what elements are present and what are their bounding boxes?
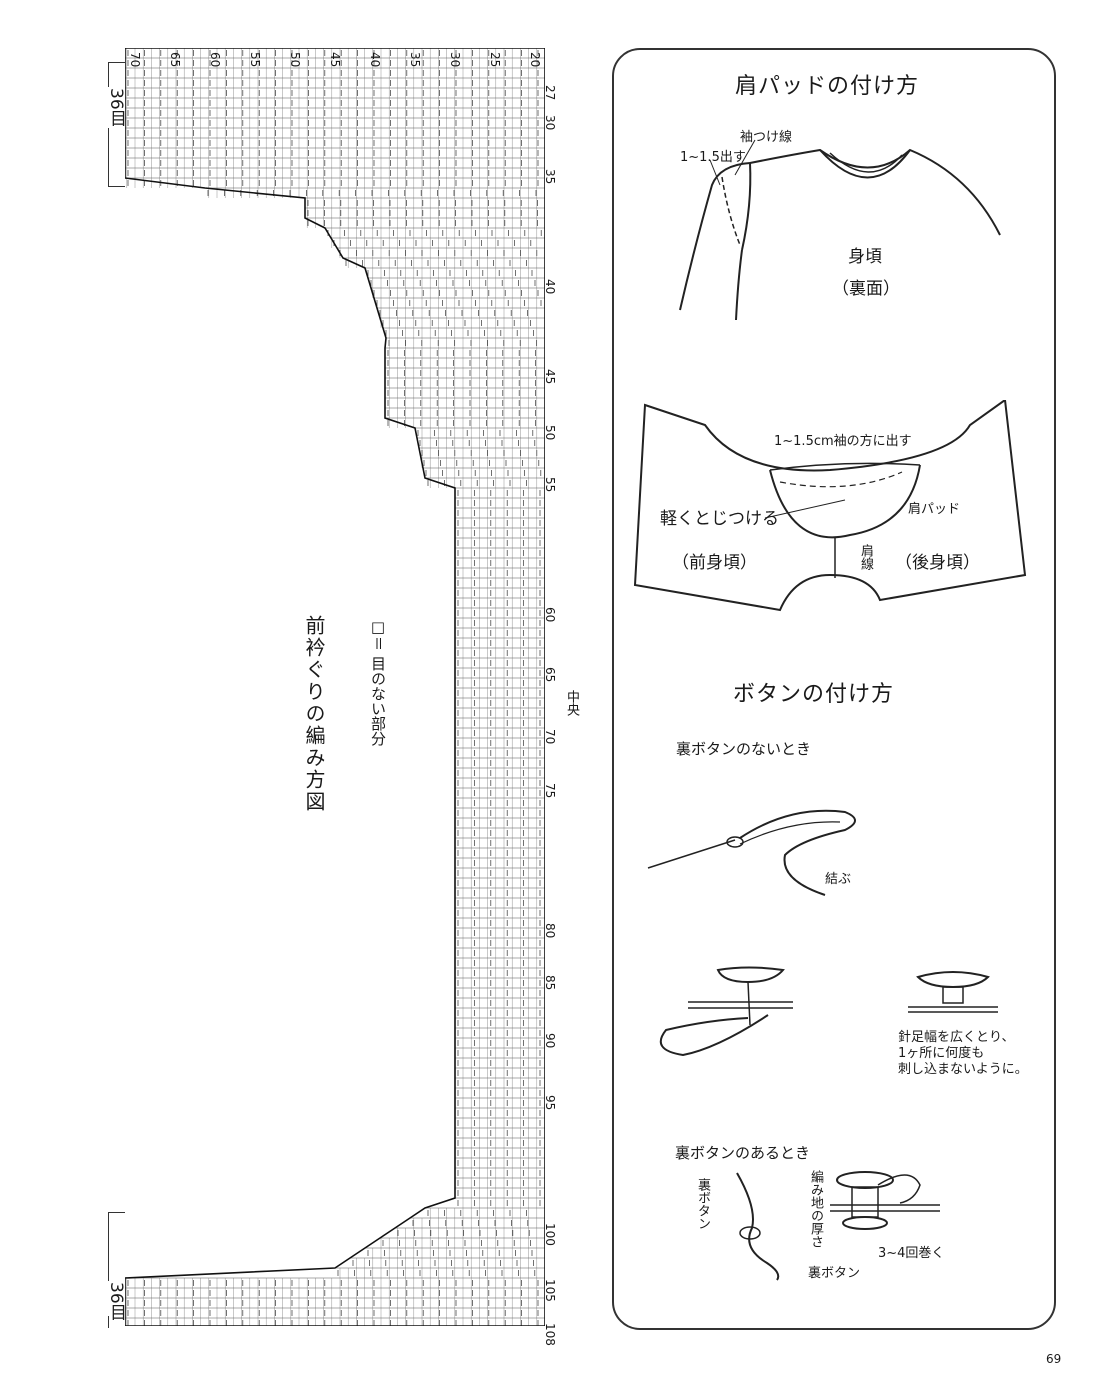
needle-thread-illustration: [647, 809, 856, 896]
row-label: 108: [543, 1323, 557, 1346]
button-sewing-illustration-2: [908, 971, 998, 1013]
back-body-label: （後身頃）: [895, 553, 980, 573]
stitch-count-bottom: 36目: [106, 1282, 126, 1321]
offset-label-2: 1~1.5cm袖の方に出す: [774, 434, 912, 449]
with-back-button-label: 裏ボタンのあるとき: [675, 1144, 811, 1162]
sleeve-line-label: 袖つけ線: [740, 130, 793, 145]
note-line-1: 針足幅を広くとり、: [898, 1030, 1015, 1045]
thickness-label: 編み地の厚さ: [808, 1170, 823, 1248]
wrap-label: 3~4回巻く: [878, 1246, 945, 1261]
column-label: 55: [248, 52, 262, 68]
grid-cells: [125, 47, 546, 1326]
bracket-top: [108, 62, 125, 87]
row-label: 55: [543, 477, 557, 493]
note-line-2: 1ヶ所に何度も: [898, 1046, 985, 1061]
column-label: 45: [328, 52, 342, 68]
row-label: 85: [543, 975, 557, 991]
tie-label: 結ぶ: [825, 872, 852, 887]
note-line-3: 刺し込まないように。: [898, 1062, 1028, 1077]
page-number: 69: [1046, 1352, 1062, 1366]
chart-outline: [124, 47, 546, 1327]
bracket-bottom: [108, 1212, 125, 1281]
instruction-panel: [612, 48, 1056, 1330]
chart-title: 前衿ぐりの編み方図: [302, 615, 326, 813]
back-button-vertical-label: 裏ボタン: [695, 1178, 710, 1230]
no-back-button-label: 裏ボタンのないとき: [676, 740, 812, 758]
row-label: 75: [543, 783, 557, 799]
chart-legend: □＝ 目のない部分: [369, 618, 387, 746]
column-label: 35: [408, 52, 422, 68]
column-label: 30: [448, 52, 462, 68]
chart-grid: [124, 47, 546, 1327]
body-label: 身頃: [848, 247, 882, 267]
reverse-label: （裏面）: [832, 279, 900, 299]
bracket-bottom-lower: [108, 1316, 125, 1328]
row-label: 105: [543, 1279, 557, 1302]
bracket-top-lower: [108, 128, 125, 187]
row-label: 60: [543, 607, 557, 623]
button-heading: ボタンの付け方: [733, 682, 895, 707]
knitting-chart: [124, 47, 546, 1327]
row-label: 50: [543, 425, 557, 441]
row-label: 80: [543, 923, 557, 939]
column-label: 65: [168, 52, 182, 68]
column-label: 70: [128, 52, 142, 68]
shoulder-pad-heading: 肩パッドの付け方: [735, 74, 920, 99]
column-label: 40: [368, 52, 382, 68]
row-label: 35: [543, 169, 557, 185]
row-label: 65: [543, 667, 557, 683]
column-label: 60: [208, 52, 222, 68]
shoulder-pad-illustration-2: [633, 400, 1027, 612]
offset-label: 1~1.5出す: [680, 150, 746, 165]
row-label: 95: [543, 1095, 557, 1111]
row-label: 100: [543, 1223, 557, 1246]
column-label: 20: [528, 52, 542, 68]
row-label: 40: [543, 279, 557, 295]
pad-label: 肩パッド: [908, 502, 961, 517]
button-sewing-illustration-1: [659, 966, 793, 1057]
back-button-illustration: [736, 1172, 780, 1281]
stitch-count-top: 36目: [106, 88, 126, 127]
tack-label: 軽くとじつける: [660, 509, 779, 529]
row-label: 45: [543, 369, 557, 385]
column-label: 25: [488, 52, 502, 68]
column-label: 50: [288, 52, 302, 68]
wrapped-button-illustration: [830, 1171, 940, 1230]
row-label: 30: [543, 115, 557, 131]
row-label: 90: [543, 1033, 557, 1049]
shoulder-pad-illustration-1: [679, 139, 1001, 321]
center-label: 中央: [564, 690, 579, 716]
row-label: 70: [543, 729, 557, 745]
back-button-label: 裏ボタン: [808, 1266, 861, 1281]
front-body-label: （前身頃）: [672, 553, 757, 573]
row-label: 27: [543, 85, 557, 101]
shoulder-line-label: 肩線: [858, 544, 873, 570]
